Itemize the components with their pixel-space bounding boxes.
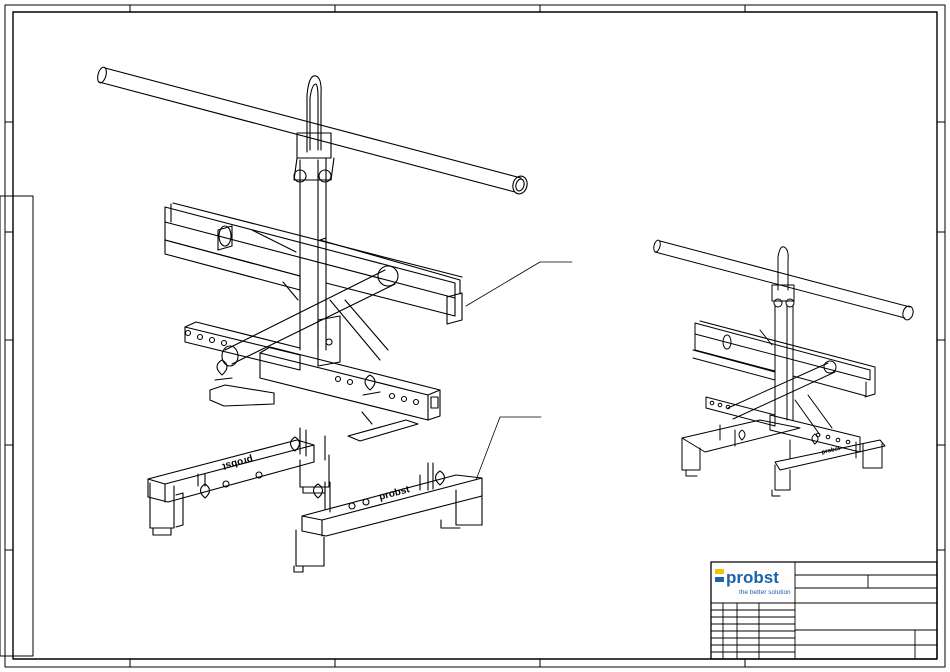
logo-blue-bar — [715, 577, 724, 582]
logo-tagline: the better solution — [739, 589, 791, 596]
assembled-marking: probst — [821, 446, 841, 456]
logo-wordmark: probst — [726, 568, 779, 587]
sheet-frame — [0, 5, 947, 667]
probst-logo: probst the better solution — [715, 568, 791, 596]
gripper-jaw-right — [294, 463, 482, 572]
assembled-view — [653, 239, 915, 496]
logo-yellow-bar — [715, 569, 724, 574]
main-lifting-assembly — [96, 66, 529, 441]
jaw-right-marking: probst — [378, 484, 412, 503]
leader-lines — [466, 262, 572, 480]
